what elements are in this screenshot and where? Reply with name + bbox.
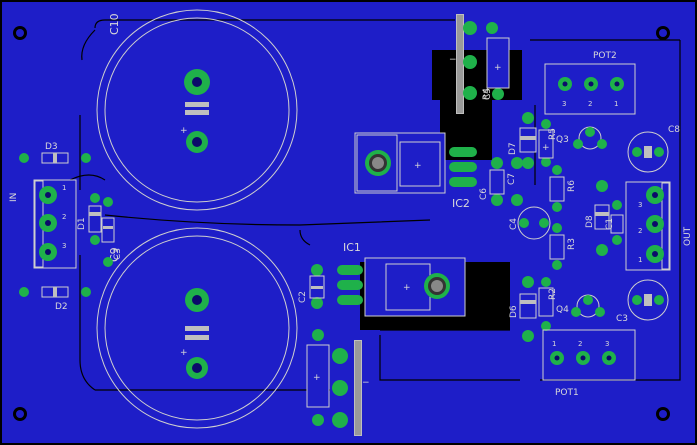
out-label: OUT (683, 226, 693, 246)
d6-label: D6 (509, 305, 519, 318)
capacitor-c4: C4 (509, 206, 551, 240)
r5-label: R5 (548, 128, 558, 140)
c2-label: C2 (298, 291, 308, 303)
capacitor-c8: C8 (627, 125, 680, 173)
capacitor-c9: C9 + (96, 227, 298, 429)
c7-label: C7 (507, 173, 517, 185)
diode-d3: D3 (19, 142, 91, 164)
regulator-ic2: + IC2 (354, 132, 477, 210)
pot1-pin-2: 2 (578, 340, 582, 348)
d2-label: D2 (55, 302, 68, 312)
c10-plus: + (180, 126, 188, 136)
in-pin-1: 1 (62, 184, 66, 192)
capacitor-c10: C10 + (96, 9, 298, 211)
capacitor-c2: C2 (298, 264, 325, 309)
r2-label: R2 (548, 288, 558, 300)
c3-in-label: C3 (113, 248, 123, 260)
resistor-r3: R3 (549, 223, 577, 270)
c5-minus: − (449, 55, 457, 65)
resistor-r4: R4 (482, 88, 492, 100)
pot1-pin-3: 3 (605, 340, 609, 348)
d8-label: D8 (585, 215, 595, 228)
c5-label: C5 (483, 88, 493, 100)
diode-d2: D2 (19, 286, 91, 312)
capacitor-c3-in: C3 (101, 197, 123, 267)
in-label: IN (9, 193, 19, 202)
capacitor-c6: C6 (479, 157, 505, 206)
lower-heatsink-bar: + − (306, 329, 370, 436)
terminal-in: 1 2 3 IN (9, 179, 77, 269)
out-pin-2: 2 (638, 227, 642, 235)
regulator-ic1: + IC1 (337, 241, 466, 317)
c5-plus: + (494, 63, 502, 73)
ic1-label: IC1 (343, 241, 361, 254)
capacitor-c3: C3 (616, 279, 669, 324)
r6-label: R6 (567, 180, 577, 192)
c8-label: C8 (668, 125, 680, 135)
pot2-label: POT2 (593, 51, 617, 61)
d1-label: D1 (77, 217, 87, 230)
diode-d1: D1 (77, 193, 102, 245)
c4-label: C4 (509, 218, 519, 230)
c6-label: C6 (479, 188, 489, 200)
capacitor-c7: C7 (507, 157, 523, 206)
capacitor-c5: + C5 − (449, 21, 510, 100)
resistor-r2: R2 (538, 277, 558, 331)
pot2-pin-1: 1 (614, 100, 618, 108)
pot1-pin-1: 1 (552, 340, 556, 348)
potentiometer-pot1: 1 2 3 POT1 (542, 329, 636, 398)
pot2-pin-3: 3 (562, 100, 566, 108)
d3-label: D3 (45, 142, 58, 152)
ic2-plus: + (414, 161, 422, 171)
d7-label: D7 (508, 142, 518, 155)
q3-label: Q3 (556, 135, 569, 145)
resistor-r5: + R5 (538, 119, 558, 167)
out-pin-3: 3 (638, 201, 642, 209)
resistor-r6: R6 (549, 165, 577, 212)
pot1-label: POT1 (555, 388, 579, 398)
mounting-holes (13, 26, 670, 421)
in-pin-2: 2 (62, 213, 66, 221)
r3-label: R3 (567, 238, 577, 250)
r4-label: R4 (482, 88, 492, 100)
q4-label: Q4 (556, 305, 569, 315)
c9-plus: + (180, 348, 188, 358)
diode-d7: D7 (508, 112, 537, 169)
transistor-q3: Q3 (556, 126, 607, 150)
ic1-plus: + (403, 283, 411, 293)
terminal-out: 3 2 1 OUT (625, 181, 693, 271)
c1-label: C1 (605, 218, 615, 230)
diode-d8: D8 (585, 180, 610, 256)
out-pin-1: 1 (638, 256, 642, 264)
capacitor-c1: C1 (605, 200, 624, 245)
lower-cap-minus: − (362, 378, 370, 388)
in-pin-3: 3 (62, 242, 66, 250)
potentiometer-pot2: 3 2 1 POT2 (544, 51, 636, 115)
c10-label: C10 (108, 13, 121, 35)
ic2-label: IC2 (452, 197, 470, 210)
lower-cap-plus: + (313, 373, 321, 383)
diode-d6: D6 (509, 276, 537, 342)
transistor-q4: Q4 (556, 294, 605, 318)
c3-label: C3 (616, 314, 628, 324)
r5-plus: + (542, 143, 550, 153)
pot2-pin-2: 2 (588, 100, 592, 108)
